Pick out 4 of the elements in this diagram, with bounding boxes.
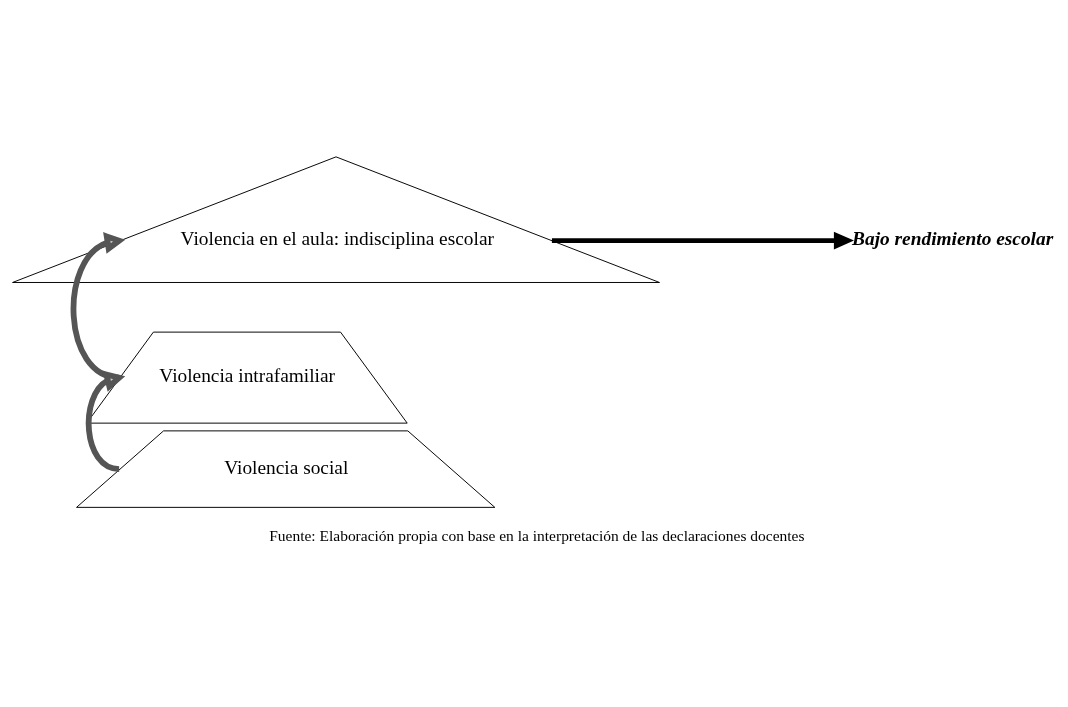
caption: Fuente: Elaboración propia con base en la interpretación de las declaraciones docentes — [269, 526, 805, 544]
node-text: Bajo rendimiento escolar — [852, 227, 1054, 248]
arrow — [551, 231, 854, 249]
arrow — [70, 231, 126, 380]
